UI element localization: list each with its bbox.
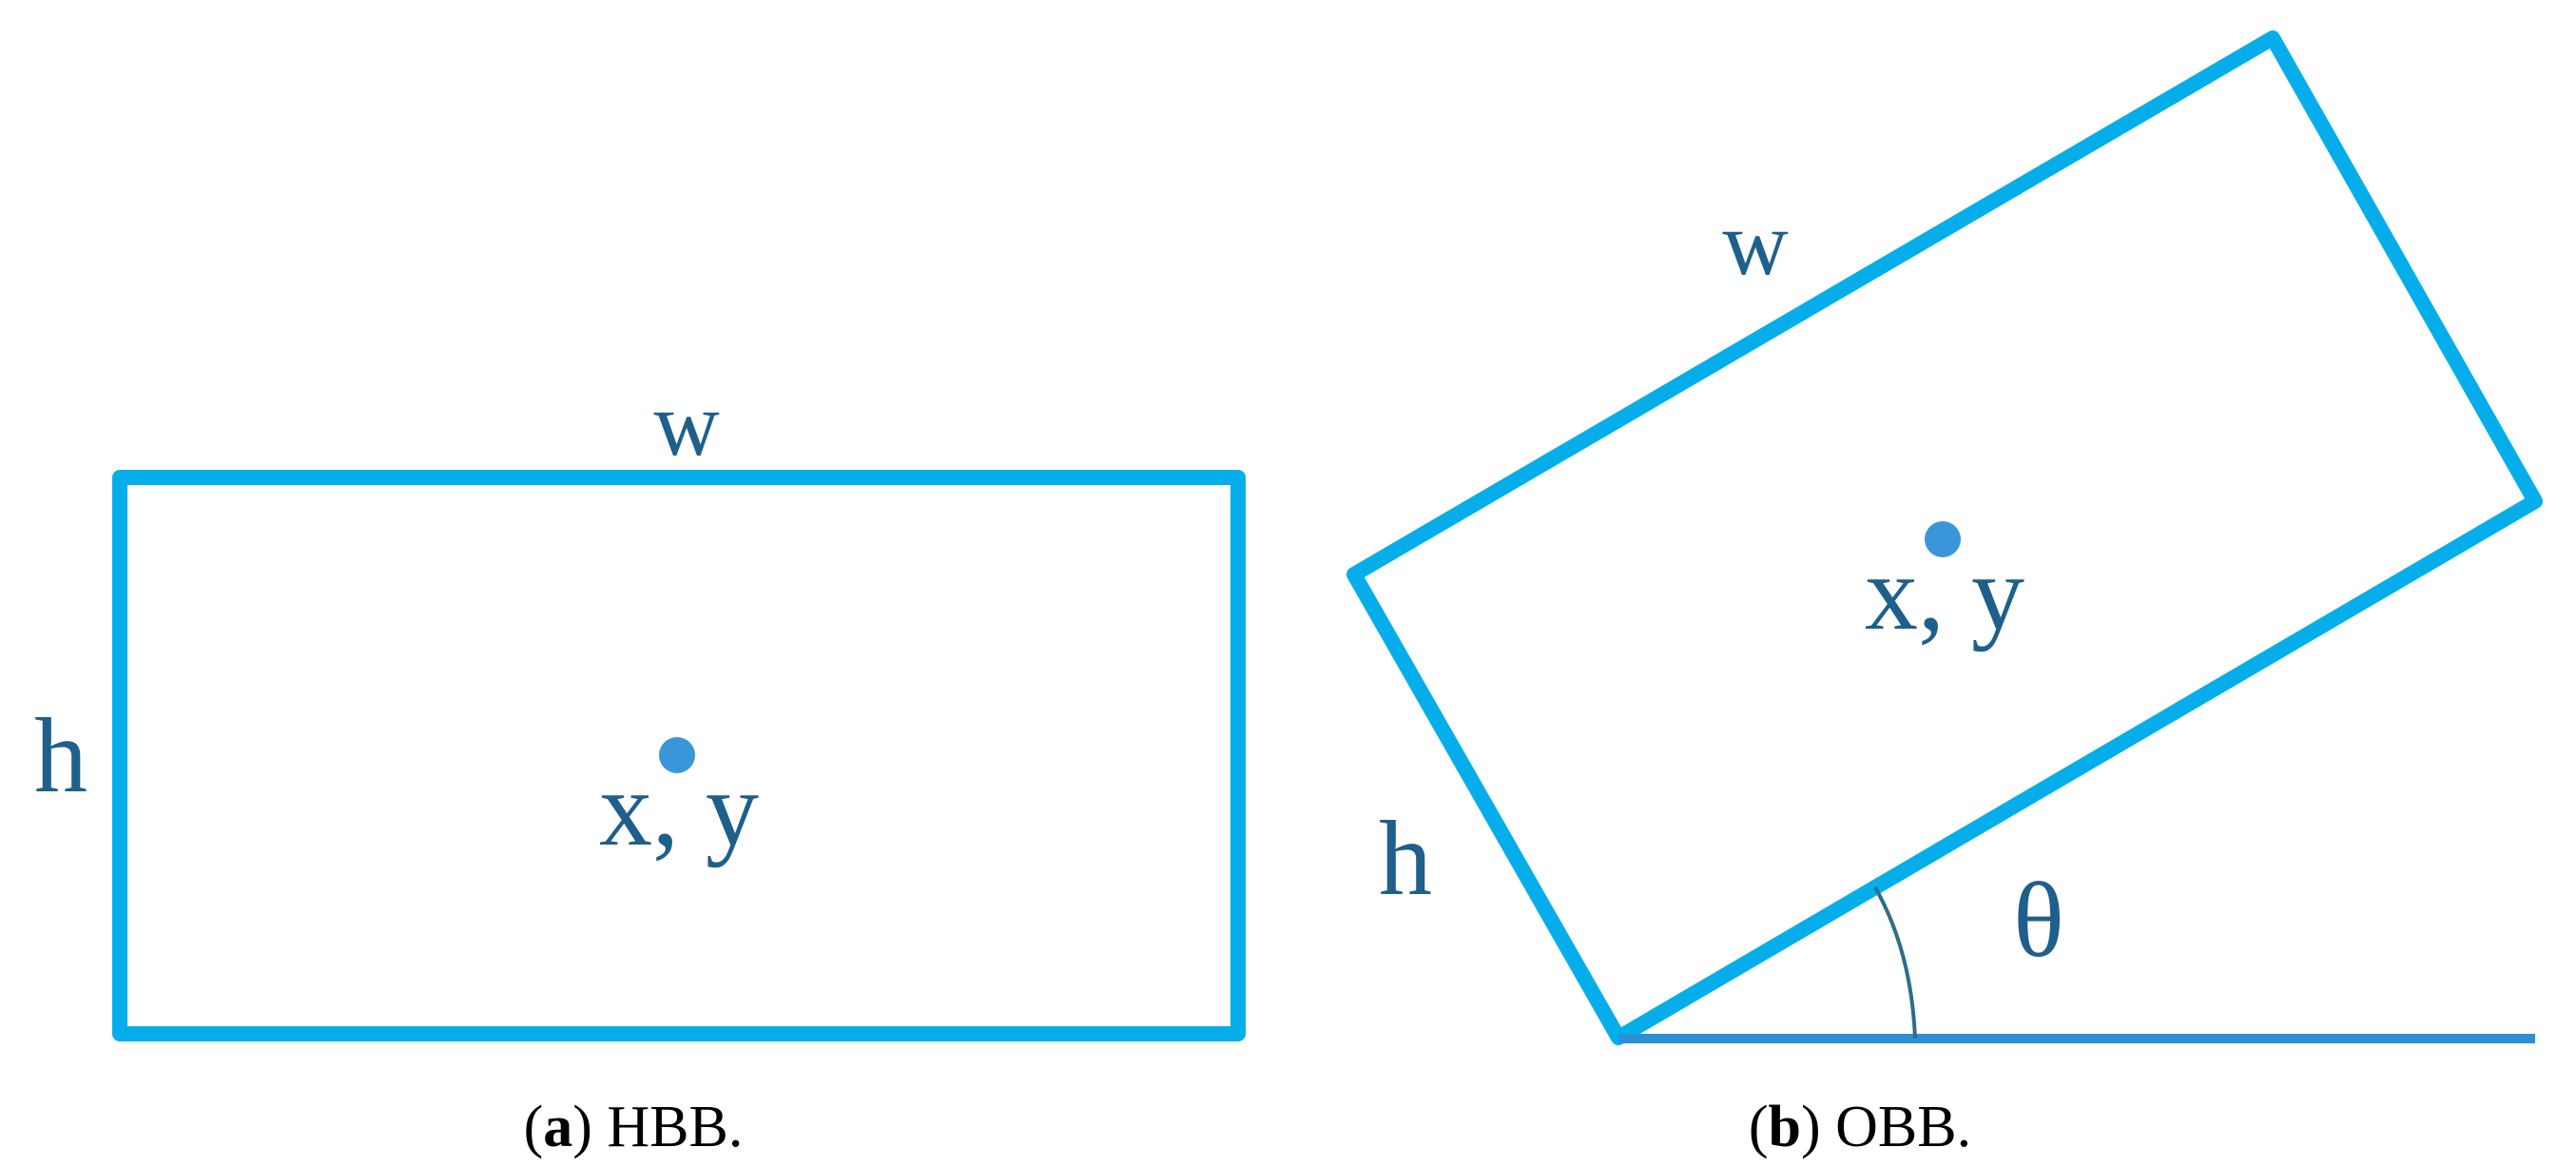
obb-rectangle	[1346, 30, 2543, 1045]
hbb-center-label: x, y	[599, 750, 759, 868]
hbb-center-point	[659, 737, 695, 773]
hbb-caption-text: HBB.	[607, 1095, 743, 1159]
obb-caption-letter: b	[1769, 1095, 1801, 1159]
hbb-width-label: w	[653, 373, 719, 475]
hbb-caption: (a) HBB.	[524, 1095, 744, 1159]
obb-angle-arc	[1873, 886, 1917, 1040]
obb-caption-text: OBB.	[1835, 1095, 1971, 1159]
obb-center-label: x, y	[1865, 535, 2024, 652]
hbb-height-label: h	[34, 697, 87, 815]
hbb-rectangle	[112, 470, 1246, 1041]
panel-a-hbb: w h x, y (a) HBB.	[34, 373, 1246, 1159]
obb-center-point	[1925, 521, 1961, 557]
obb-angle-label: θ	[2013, 862, 2064, 980]
obb-caption: (b) OBB.	[1749, 1095, 1971, 1159]
panel-b-obb: w h x, y θ (b) OBB.	[1346, 30, 2543, 1159]
hbb-caption-letter: a	[543, 1095, 572, 1159]
obb-width-label: w	[1722, 192, 1788, 294]
obb-height-label: h	[1379, 800, 1432, 918]
